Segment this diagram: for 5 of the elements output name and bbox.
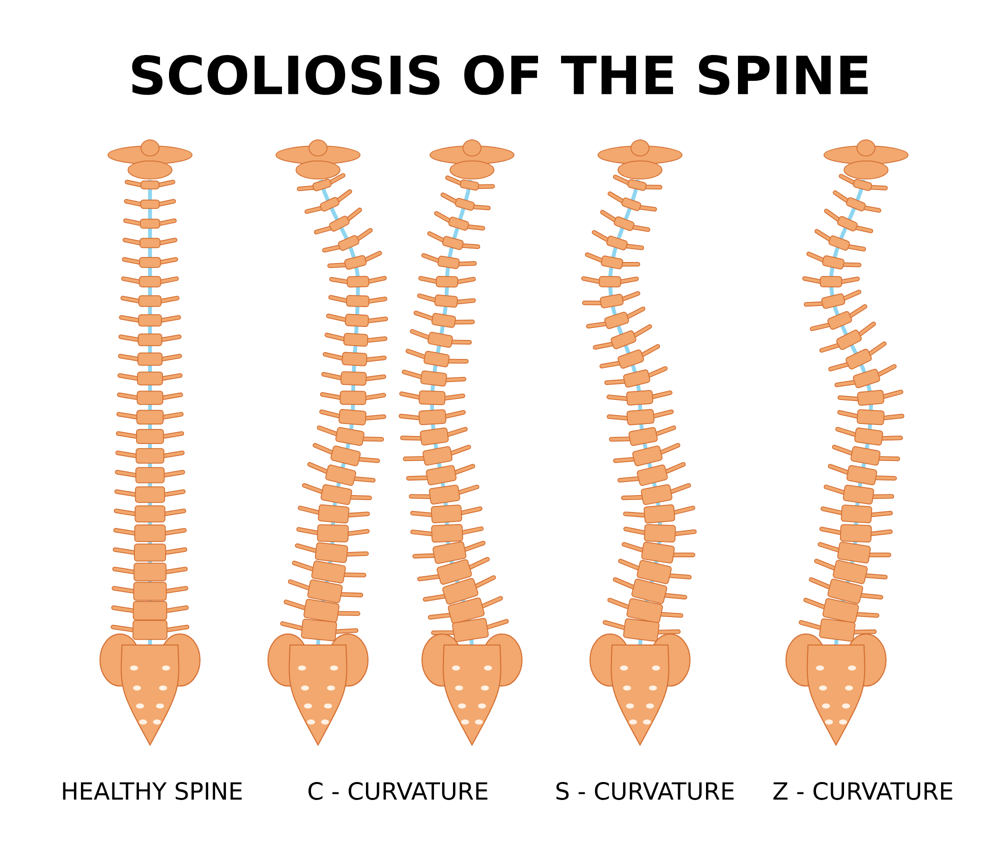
title: SCOLIOSIS OF THE SPINE bbox=[132, 55, 868, 95]
spine-label: HEALTHY SPINE bbox=[63, 782, 242, 800]
spine-label: S - CURVATURE bbox=[556, 782, 734, 800]
spine-label: Z - CURVATURE bbox=[773, 782, 952, 800]
spine-label: C - CURVATURE bbox=[308, 782, 488, 800]
